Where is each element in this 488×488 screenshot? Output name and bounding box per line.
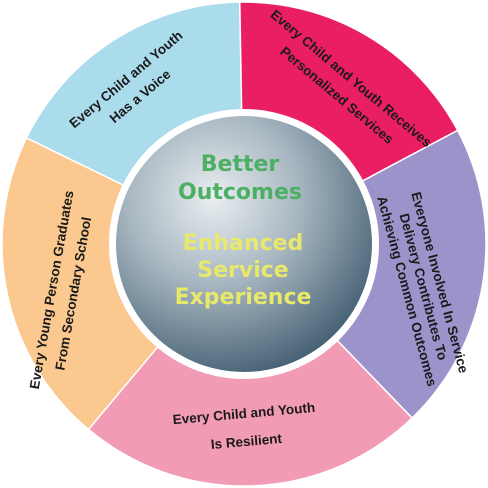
center-line-outcomes: Outcomes	[178, 180, 302, 205]
center-line-service: Service	[197, 258, 288, 283]
center-line-better: Better	[201, 152, 280, 177]
label-resilient-line2: Is Resilient	[210, 431, 283, 452]
center-line-enhanced: Enhanced	[183, 231, 304, 256]
center-line-experience: Experience	[175, 285, 312, 310]
center-sphere	[116, 116, 372, 372]
